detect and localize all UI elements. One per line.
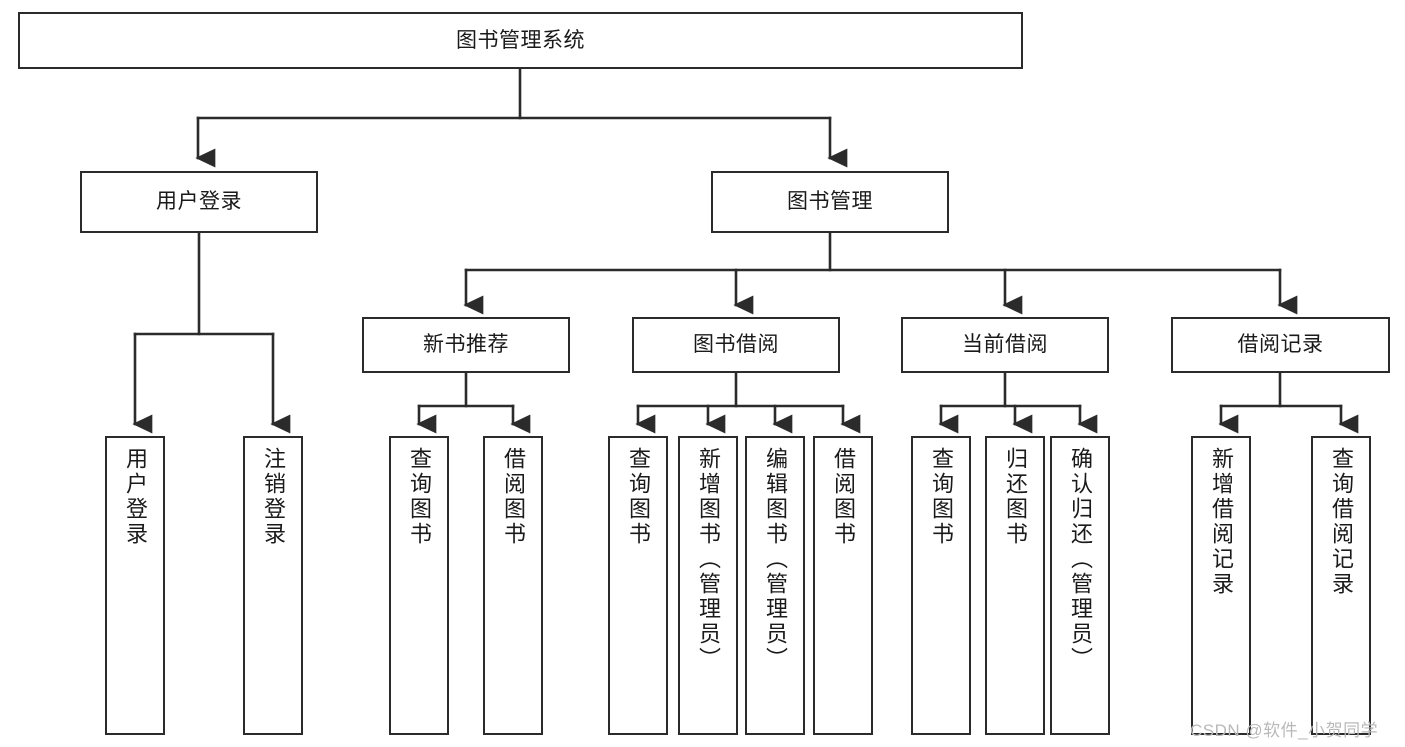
node-level3-4[interactable]: 借阅记录 (1171, 317, 1390, 373)
node-leaf-13-label: 查询借阅记录 (1329, 447, 1354, 597)
node-leaf-1[interactable]: 用户登录 (105, 436, 165, 735)
node-leaf-8[interactable]: 借阅图书 (813, 436, 873, 735)
node-level2-2-label: 图书管理 (787, 190, 873, 214)
node-leaf-12-label: 新增借阅记录 (1209, 447, 1234, 597)
node-leaf-10[interactable]: 归还图书 (985, 436, 1045, 735)
node-leaf-9[interactable]: 查询图书 (911, 436, 971, 735)
node-level3-1-label: 新书推荐 (423, 333, 509, 357)
node-leaf-9-label: 查询图书 (929, 447, 954, 547)
node-leaf-10-label: 归还图书 (1003, 447, 1028, 547)
node-level3-4-label: 借阅记录 (1237, 333, 1324, 357)
node-leaf-6-label: 新增图书（管理员） (696, 447, 721, 672)
csdn-watermark: CSDN @软件_小贺同学 (1190, 721, 1379, 740)
node-level2-1-label: 用户登录 (156, 190, 242, 214)
node-level3-3[interactable]: 当前借阅 (901, 317, 1109, 373)
node-leaf-1-label: 用户登录 (123, 447, 148, 547)
node-leaf-11-label: 确认归还（管理员） (1068, 447, 1093, 672)
node-leaf-3-label: 查询图书 (407, 447, 432, 547)
node-leaf-5[interactable]: 查询图书 (608, 436, 668, 735)
node-leaf-2-label: 注销登录 (261, 447, 286, 547)
node-level2-2[interactable]: 图书管理 (711, 171, 949, 233)
node-leaf-4[interactable]: 借阅图书 (483, 436, 543, 735)
node-leaf-7-label: 编辑图书（管理员） (763, 447, 788, 672)
node-root-system[interactable]: 图书管理系统 (18, 12, 1023, 69)
node-leaf-2[interactable]: 注销登录 (243, 436, 303, 735)
node-root-label: 图书管理系统 (456, 28, 585, 52)
node-level3-1[interactable]: 新书推荐 (362, 317, 570, 373)
node-leaf-3[interactable]: 查询图书 (389, 436, 449, 735)
node-leaf-8-label: 借阅图书 (831, 447, 856, 547)
node-leaf-12[interactable]: 新增借阅记录 (1191, 436, 1251, 735)
node-level3-2-label: 图书借阅 (693, 333, 779, 357)
node-leaf-7[interactable]: 编辑图书（管理员） (745, 436, 805, 735)
node-leaf-5-label: 查询图书 (626, 447, 651, 547)
node-leaf-4-label: 借阅图书 (501, 447, 526, 547)
node-leaf-11[interactable]: 确认归还（管理员） (1050, 436, 1110, 735)
node-level3-2[interactable]: 图书借阅 (632, 317, 840, 373)
node-leaf-13[interactable]: 查询借阅记录 (1311, 436, 1371, 735)
node-leaf-6[interactable]: 新增图书（管理员） (678, 436, 738, 735)
node-level2-1[interactable]: 用户登录 (80, 171, 318, 233)
node-level3-3-label: 当前借阅 (962, 333, 1048, 357)
